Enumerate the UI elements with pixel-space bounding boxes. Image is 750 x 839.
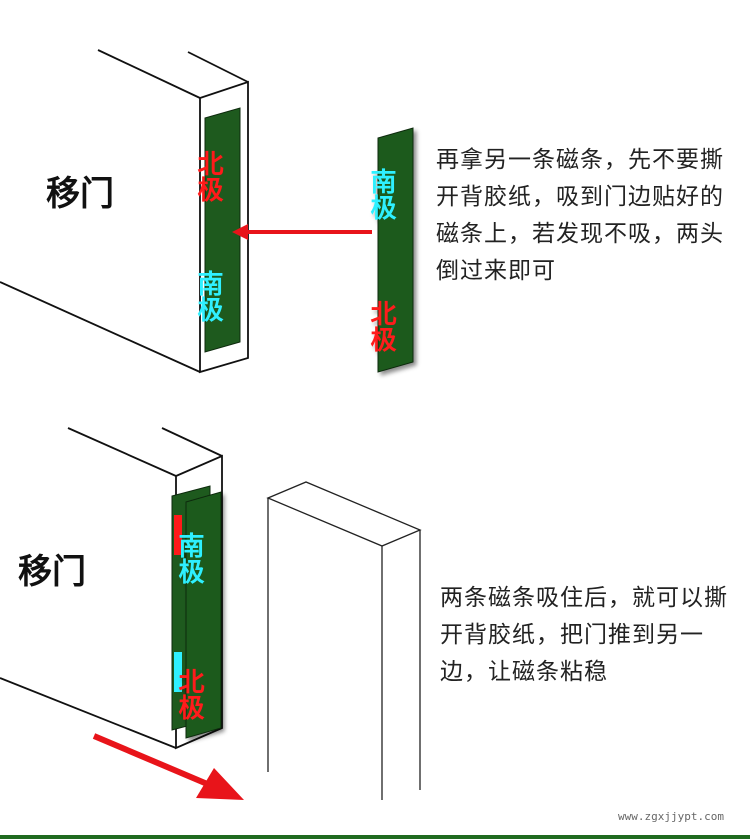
strip-pole-north: 北极: [174, 668, 204, 721]
panel-2: 移门 南极 北极: [0, 427, 422, 800]
watermark: www.zgxjjypt.com: [618, 810, 724, 823]
instruction-text-1: 再拿另一条磁条，先不要撕开背胶纸，吸到门边贴好的磁条上，若发现不吸，两头倒过来即…: [436, 147, 724, 284]
loose-magnetic-strip: 南极 北极: [366, 127, 414, 373]
strip-pole-north: 北极: [193, 150, 223, 203]
door-outline: [266, 481, 422, 800]
strip-pole-south: 南极: [366, 168, 396, 221]
arrow-down-right-icon: [92, 733, 244, 800]
strip-pole-south: 南极: [174, 532, 204, 585]
arrow-left-icon: [232, 224, 372, 240]
bottom-bar: [0, 835, 750, 839]
strip-pole-south: 南极: [193, 270, 223, 323]
front-magnetic-strip: 南极 北极: [174, 491, 222, 739]
fixed-magnetic-strip: 北极 南极: [193, 107, 241, 353]
instruction-text-2: 两条磁条吸住后，就可以撕开背胶纸，把门推到另一边，让磁条粘稳: [440, 585, 728, 685]
strip-pole-north: 北极: [366, 300, 396, 353]
door-label-1: 移门: [46, 174, 114, 214]
door-label-2: 移门: [18, 552, 86, 592]
panel-1: 移门 北极 南极 南极 北极: [0, 49, 414, 374]
